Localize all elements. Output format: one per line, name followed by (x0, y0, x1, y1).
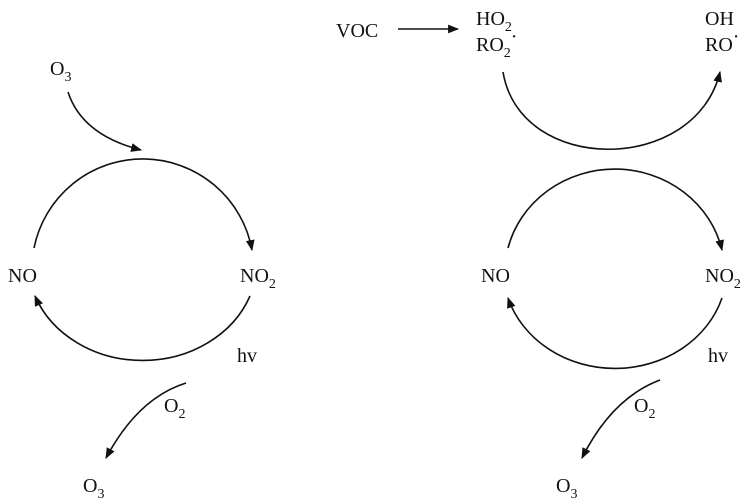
left-upper-arc-arrow (33, 158, 255, 252)
left-cycle: O3 NO NO2 hv O2 O3 (8, 58, 276, 501)
left-o3-input-arrow (67, 91, 143, 152)
right-o3-output-label: O3 (556, 475, 577, 501)
right-no-label: NO (481, 265, 510, 287)
left-o3-output-arrow (105, 382, 187, 459)
right-cycle: VOC HO2 RO2· OH RO· NO NO2 hv O2 O3 (336, 8, 741, 501)
ro-label: RO· (705, 26, 739, 56)
radical-arc-arrow (502, 70, 722, 151)
right-no2-label: NO2 (705, 265, 741, 292)
right-o3-output-arrow (581, 379, 661, 459)
oh-label: OH (705, 8, 734, 30)
right-hv-label: hv (708, 345, 728, 367)
left-o3-input-label: O3 (50, 58, 71, 85)
left-lower-arc-arrow (34, 294, 251, 362)
right-lower-arc-arrow (507, 296, 723, 370)
left-hv-label: hv (237, 345, 257, 367)
left-no2-label: NO2 (240, 265, 276, 292)
right-upper-arc-arrow (507, 168, 724, 252)
left-no-label: NO (8, 265, 37, 287)
left-o2-label: O2 (164, 395, 185, 422)
right-o2-label: O2 (634, 395, 655, 422)
ho2-label: HO2 (476, 8, 512, 35)
voc-label: VOC (336, 20, 378, 42)
left-o3-output-label: O3 (83, 475, 104, 501)
ro2-label: RO2· (476, 26, 517, 61)
